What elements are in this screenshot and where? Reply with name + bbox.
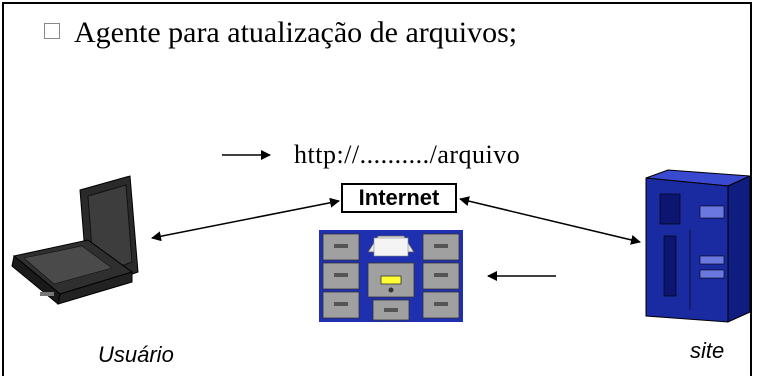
url-label: http://........../arquivo	[294, 140, 521, 169]
laptop-icon	[11, 175, 139, 305]
file-cabinet-icon	[319, 230, 463, 322]
bullet-box-icon	[44, 23, 60, 39]
laptop-internet-arrow	[151, 197, 340, 242]
bullet-text: Agente para atualização de arquivos;	[74, 16, 518, 49]
internet-label: Internet	[341, 183, 457, 213]
site-label: site	[690, 338, 725, 363]
server-icon	[645, 169, 751, 323]
bullet-item: Agente para atualização de arquivos;	[44, 16, 517, 50]
internet-server-arrow	[459, 196, 641, 245]
usuario-label: Usuário	[98, 342, 174, 367]
